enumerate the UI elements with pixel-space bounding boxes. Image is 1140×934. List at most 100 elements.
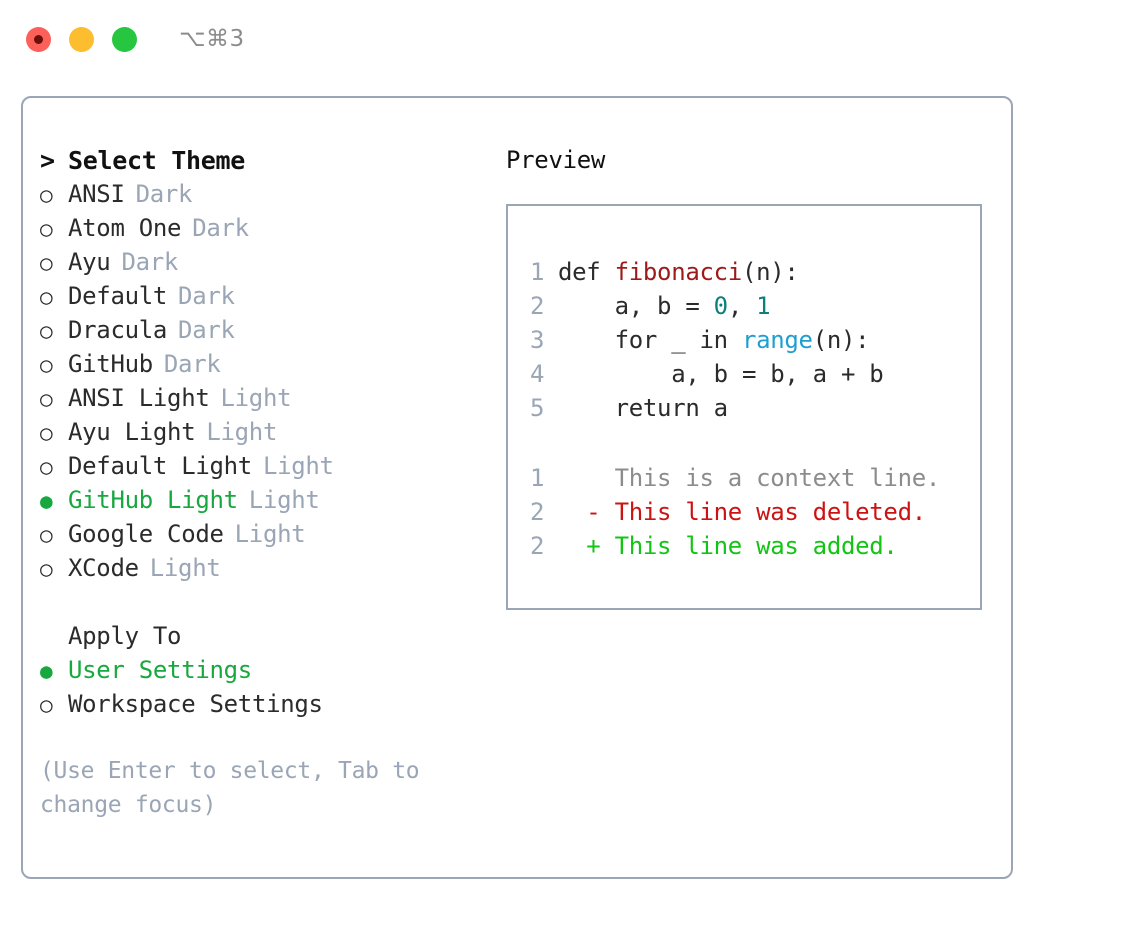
radio-empty-icon: ○ [40, 693, 53, 717]
theme-name: Ayu Light [68, 418, 196, 446]
theme-list-item[interactable]: ○ ANSI Light Light [40, 384, 493, 418]
code-token: a, b = b, a + b [558, 360, 884, 388]
line-number: 2 [530, 498, 545, 526]
radio-empty-icon: ○ [40, 421, 53, 445]
code-line: 4 a, b = b, a + b [530, 360, 980, 394]
title-bar: ⌥⌘3 [0, 0, 1140, 78]
line-number: 2 [530, 292, 545, 320]
radio-empty-icon: ○ [40, 183, 53, 207]
line-number: 2 [530, 532, 545, 560]
preview-title: Preview [506, 146, 606, 174]
line-number: 1 [530, 258, 545, 286]
diff-line-text: This is a context line. [558, 464, 941, 492]
theme-list-item[interactable]: ○ ANSI Dark [40, 180, 493, 214]
theme-name: Atom One [68, 214, 182, 242]
theme-kind-tag: Light [206, 418, 278, 446]
diff-line: 2 - This line was deleted. [530, 498, 980, 532]
radio-selected-icon: ● [40, 659, 53, 683]
theme-name: GitHub [68, 350, 153, 378]
theme-name: ANSI [68, 180, 125, 208]
code-token: , [727, 292, 757, 320]
keyboard-hint-text: (Use Enter to select, Tab to change focu… [40, 758, 420, 818]
theme-kind-tag: Dark [163, 350, 221, 378]
theme-kind-tag: Light [234, 520, 306, 548]
apply-to-option[interactable]: ●User Settings [40, 656, 493, 690]
code-line: 5 return a [530, 394, 980, 428]
theme-list-item[interactable]: ○ Ayu Light Light [40, 418, 493, 452]
diff-sample: 1 This is a context line. 2 - This line w… [530, 464, 980, 566]
close-button[interactable] [26, 26, 51, 52]
apply-to-option[interactable]: ○ Workspace Settings [40, 690, 493, 724]
code-line: 3 for _ in range(n): [530, 326, 980, 360]
code-token: def [558, 258, 615, 286]
theme-kind-tag: Dark [192, 214, 249, 242]
theme-name: Dracula [68, 316, 168, 344]
minimize-button[interactable] [69, 26, 94, 52]
radio-empty-icon: ○ [40, 387, 53, 411]
keyboard-shortcut-label: ⌥⌘3 [179, 26, 245, 52]
radio-empty-icon: ○ [40, 217, 53, 241]
window-controls [26, 26, 137, 52]
code-token: for _ in [558, 326, 742, 354]
radio-empty-icon: ○ [40, 455, 53, 479]
theme-list-item[interactable]: ● GitHub Light Light [40, 486, 493, 520]
caret-icon: > [40, 146, 55, 175]
theme-list-item[interactable]: ○ Google Code Light [40, 520, 493, 554]
code-token: range [741, 326, 813, 354]
code-token: 0 [713, 292, 728, 320]
radio-empty-icon: ○ [40, 353, 53, 377]
radio-empty-icon: ○ [40, 285, 53, 309]
maximize-button[interactable] [112, 26, 137, 52]
code-token: return a [558, 394, 729, 422]
list-spacer [40, 588, 493, 622]
theme-list-item[interactable]: ○ GitHub Dark [40, 350, 493, 384]
theme-name: GitHub Light [68, 486, 238, 514]
theme-list-item[interactable]: ○ Default Dark [40, 282, 493, 316]
apply-to-heading: Apply To [40, 622, 493, 656]
code-line: 1 def fibonacci(n): [530, 258, 980, 292]
theme-kind-tag: Dark [178, 282, 235, 310]
theme-name: Google Code [68, 520, 224, 548]
theme-kind-tag: Light [220, 384, 292, 412]
theme-list-item[interactable]: ○ Default Light Light [40, 452, 493, 486]
theme-kind-tag: Dark [135, 180, 193, 208]
select-theme-heading: > Select Theme [40, 146, 493, 180]
theme-name: Ayu [68, 248, 111, 276]
theme-list-item[interactable]: ○ Atom One Dark [40, 214, 493, 248]
diff-line: 2 + This line was added. [530, 532, 980, 566]
line-number: 4 [530, 360, 545, 388]
theme-name: Default Light [68, 452, 252, 480]
apply-to-option-label: Workspace Settings [68, 690, 323, 718]
diff-line-text: + This line was added. [558, 532, 898, 560]
line-number: 1 [530, 464, 545, 492]
line-number: 3 [530, 326, 545, 354]
apply-to-label: Apply To [68, 622, 182, 650]
preview-gap [530, 428, 980, 464]
recording-indicator-icon [34, 34, 43, 44]
radio-empty-icon: ○ [40, 523, 53, 547]
code-token: fibonacci [614, 258, 743, 286]
apply-to-list: ●User Settings ○ Workspace Settings [40, 656, 493, 724]
theme-kind-tag: Light [262, 452, 334, 480]
code-token: (n): [812, 326, 870, 354]
theme-kind-tag: Light [248, 486, 320, 514]
theme-name: XCode [68, 554, 139, 582]
code-token: (n): [741, 258, 799, 286]
theme-name: Default [68, 282, 168, 310]
theme-kind-tag: Dark [121, 248, 179, 276]
line-number: 5 [530, 394, 545, 422]
theme-kind-tag: Dark [178, 316, 235, 344]
theme-name: ANSI Light [68, 384, 210, 412]
code-token: 1 [756, 292, 771, 320]
radio-selected-icon: ● [40, 489, 53, 513]
code-line: 2 a, b = 0, 1 [530, 292, 980, 326]
page-title: Select Theme [68, 146, 246, 175]
